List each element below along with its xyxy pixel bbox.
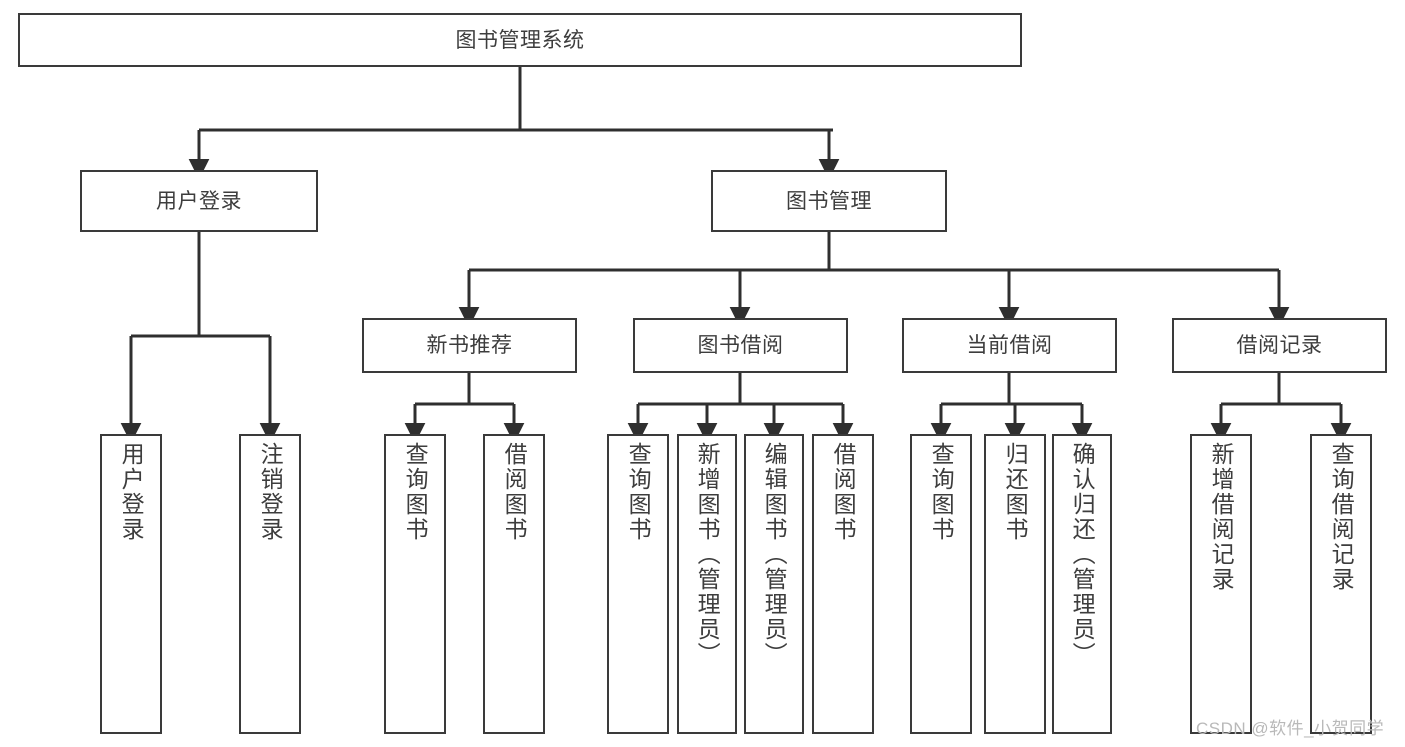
- node-book-management-label: 图书管理: [786, 189, 872, 213]
- leaf-edit-book-admin[interactable]: 编辑图书（管理员）: [744, 434, 804, 734]
- node-user-login-label: 用户登录: [156, 189, 242, 213]
- leaf-query-books-borrow-label: 查询图书: [625, 442, 652, 542]
- leaf-query-books-recommend-label: 查询图书: [402, 442, 429, 542]
- node-new-book-recommend[interactable]: 新书推荐: [362, 318, 577, 373]
- leaf-logout[interactable]: 注销登录: [239, 434, 301, 734]
- leaf-user-login-label: 用户登录: [118, 442, 145, 542]
- leaf-add-borrow-record[interactable]: 新增借阅记录: [1190, 434, 1252, 734]
- node-user-login[interactable]: 用户登录: [80, 170, 318, 232]
- node-new-book-recommend-label: 新书推荐: [426, 334, 513, 357]
- leaf-borrow-books-label: 借阅图书: [830, 442, 857, 542]
- node-book-borrow-label: 图书借阅: [697, 334, 784, 357]
- leaf-confirm-return-admin[interactable]: 确认归还（管理员）: [1052, 434, 1112, 734]
- leaf-return-books-label: 归还图书: [1002, 442, 1029, 542]
- leaf-borrow-books-recommend-label: 借阅图书: [501, 442, 528, 542]
- node-root-label: 图书管理系统: [455, 28, 585, 52]
- node-current-borrow[interactable]: 当前借阅: [902, 318, 1117, 373]
- leaf-query-books-current[interactable]: 查询图书: [910, 434, 972, 734]
- node-borrow-records-label: 借阅记录: [1236, 334, 1323, 357]
- leaf-add-book-admin[interactable]: 新增图书（管理员）: [677, 434, 737, 734]
- leaf-query-borrow-record-label: 查询借阅记录: [1328, 442, 1355, 592]
- node-book-management[interactable]: 图书管理: [711, 170, 947, 232]
- node-root[interactable]: 图书管理系统: [18, 13, 1022, 67]
- leaf-add-borrow-record-label: 新增借阅记录: [1208, 442, 1235, 592]
- leaf-add-book-admin-label: 新增图书（管理员）: [694, 442, 721, 667]
- watermark: CSDN @软件_小贺同学: [1196, 719, 1385, 738]
- leaf-query-books-current-label: 查询图书: [928, 442, 955, 542]
- leaf-user-login[interactable]: 用户登录: [100, 434, 162, 734]
- node-current-borrow-label: 当前借阅: [966, 334, 1053, 357]
- leaf-confirm-return-admin-label: 确认归还（管理员）: [1069, 442, 1096, 667]
- leaf-borrow-books-recommend[interactable]: 借阅图书: [483, 434, 545, 734]
- leaf-query-borrow-record[interactable]: 查询借阅记录: [1310, 434, 1372, 734]
- leaf-query-books-borrow[interactable]: 查询图书: [607, 434, 669, 734]
- leaf-return-books[interactable]: 归还图书: [984, 434, 1046, 734]
- node-book-borrow[interactable]: 图书借阅: [633, 318, 848, 373]
- leaf-edit-book-admin-label: 编辑图书（管理员）: [761, 442, 788, 667]
- leaf-logout-label: 注销登录: [257, 442, 284, 542]
- node-borrow-records[interactable]: 借阅记录: [1172, 318, 1387, 373]
- leaf-query-books-recommend[interactable]: 查询图书: [384, 434, 446, 734]
- leaf-borrow-books[interactable]: 借阅图书: [812, 434, 874, 734]
